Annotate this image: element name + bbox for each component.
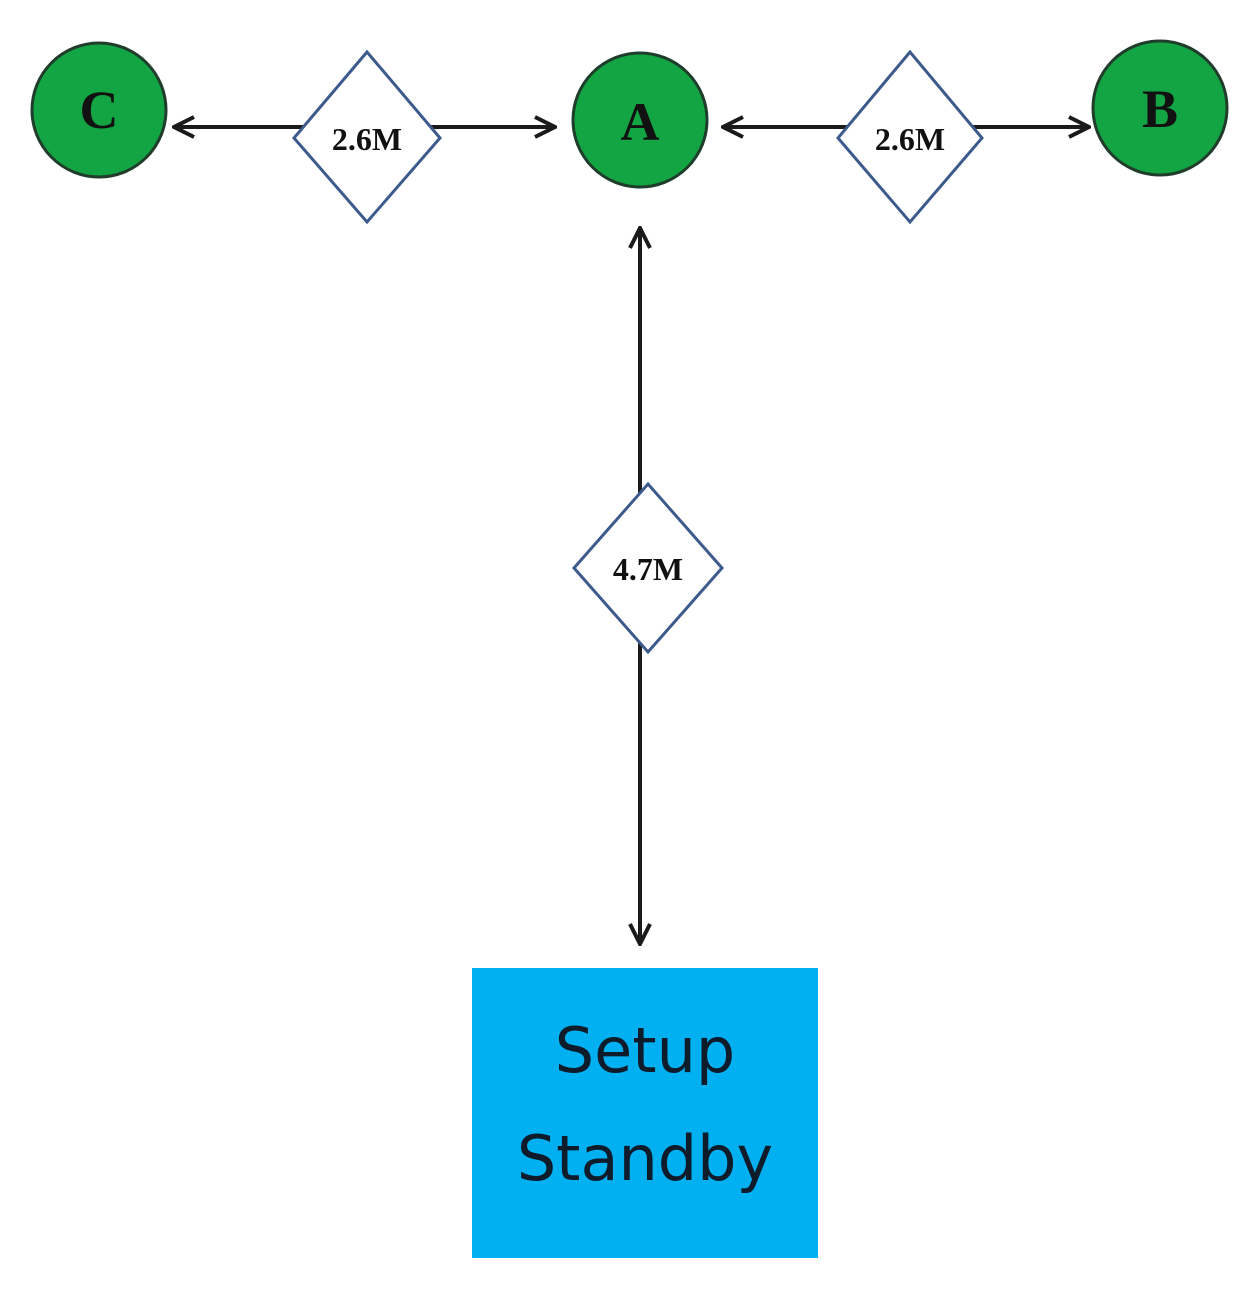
node-b: B [1091, 39, 1229, 177]
distance-label-c-a: 2.6M [332, 121, 402, 157]
distance-label-a-b: 2.6M [875, 121, 945, 157]
diamond-shape [292, 49, 442, 225]
node-c: C [30, 41, 168, 179]
distance-label-a-standby: 4.7M [613, 551, 683, 587]
node-a-label: A [621, 92, 660, 152]
distance-diamond-a-standby: 4.7M [572, 481, 724, 655]
standby-box-line1: Setup [555, 1014, 735, 1087]
diamond-shape [836, 49, 984, 225]
node-c-circle [30, 41, 168, 179]
node-b-circle [1091, 39, 1229, 177]
node-b-label: B [1142, 79, 1178, 139]
node-c-label: C [80, 80, 119, 140]
diamond-shape [572, 481, 724, 655]
standby-box-rect [472, 968, 818, 1258]
setup-standby-box: Setup Standby [472, 968, 818, 1258]
distance-diamond-a-b: 2.6M [836, 49, 984, 225]
standby-box-line2: Standby [517, 1122, 773, 1195]
distance-diamond-c-a: 2.6M [292, 49, 442, 225]
node-a: A [571, 51, 709, 189]
node-a-circle [571, 51, 709, 189]
